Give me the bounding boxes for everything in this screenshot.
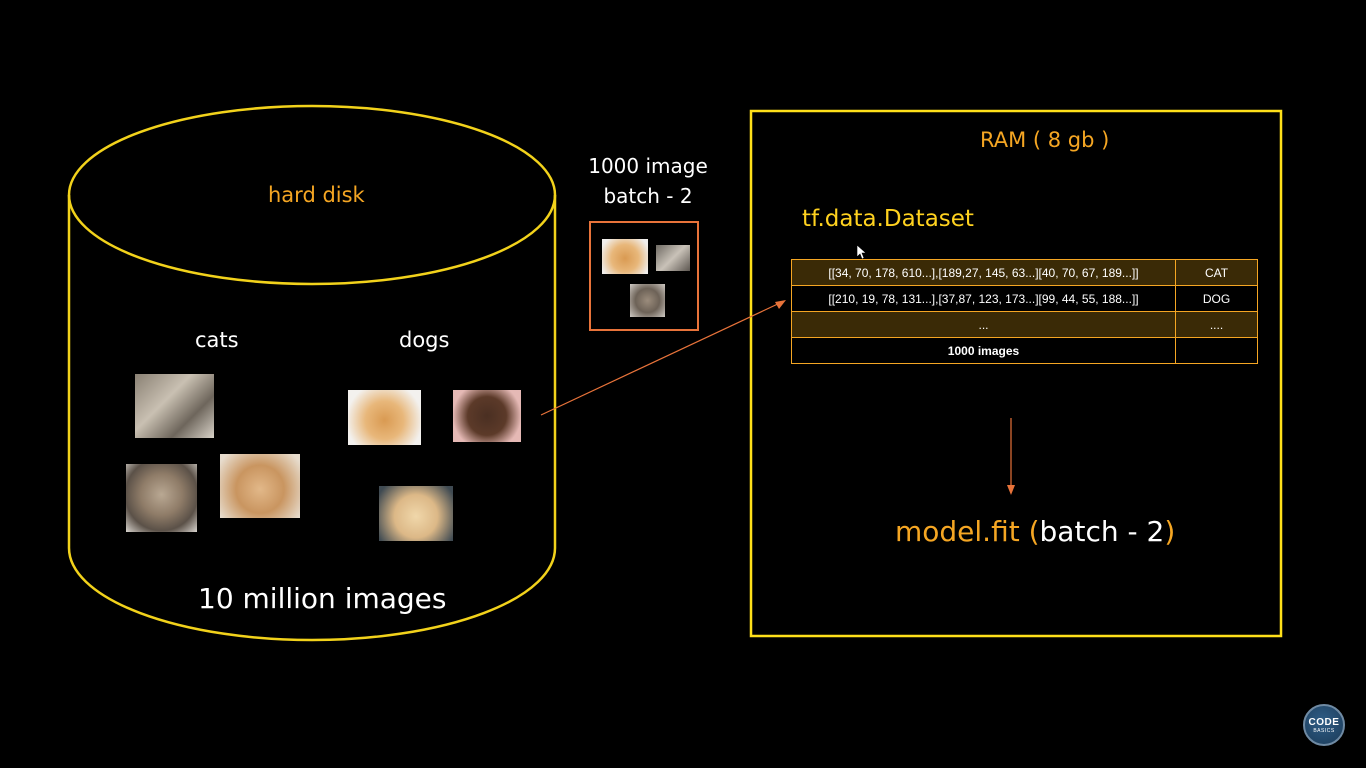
cats-label: cats	[195, 328, 239, 352]
table-row: [[210, 19, 78, 131...],[37,87, 123, 173.…	[791, 285, 1258, 312]
ram-box	[749, 109, 1283, 638]
table-cell-data: ...	[791, 311, 1176, 338]
dog-photo	[348, 390, 421, 445]
table-cell-data: [[34, 70, 178, 610...],[189,27, 145, 63.…	[791, 259, 1176, 286]
codebasics-logo: CODE BASICS	[1303, 704, 1345, 746]
table-cell-data: 1000 images	[791, 337, 1176, 364]
dog-photo	[379, 486, 453, 541]
dataset-label: tf.data.Dataset	[802, 206, 974, 232]
model-fit-call: model.fit (	[895, 515, 1040, 548]
cylinder-bottom	[67, 547, 557, 642]
cat-photo	[220, 454, 300, 518]
batch-cat-photo	[630, 284, 665, 317]
table-cell-data: [[210, 19, 78, 131...],[37,87, 123, 173.…	[791, 285, 1176, 312]
batch-title: 1000 image batch - 2	[586, 151, 710, 211]
image-count-label: 10 million images	[198, 582, 447, 615]
model-fit-arg: batch - 2	[1039, 515, 1165, 548]
batch-title-line1: 1000 image	[588, 154, 708, 178]
table-row: ... ....	[791, 311, 1258, 338]
fit-arrow-head	[1007, 485, 1015, 495]
dogs-label: dogs	[399, 328, 450, 352]
batch-title-line2: batch - 2	[603, 184, 693, 208]
dog-photo	[453, 390, 521, 442]
table-row: [[34, 70, 178, 610...],[189,27, 145, 63.…	[791, 259, 1258, 286]
hard-disk-cylinder	[67, 104, 557, 642]
table-cell-label: CAT	[1175, 259, 1258, 286]
table-cell-label: ....	[1175, 311, 1258, 338]
hard-disk-label: hard disk	[268, 183, 365, 207]
cat-photo	[126, 464, 197, 532]
dataset-table: [[34, 70, 178, 610...],[189,27, 145, 63.…	[791, 259, 1258, 364]
model-fit-close: )	[1164, 515, 1176, 548]
batch-cat-photo	[656, 245, 690, 271]
batch-dog-photo	[602, 239, 648, 274]
table-cell-label: DOG	[1175, 285, 1258, 312]
logo-subtext: BASICS	[1313, 728, 1335, 734]
batch-box	[589, 221, 699, 331]
logo-text: CODE	[1308, 717, 1340, 728]
table-row: 1000 images	[791, 337, 1258, 364]
table-cell-label	[1175, 337, 1258, 364]
load-arrow	[540, 301, 783, 416]
load-arrow-head	[775, 300, 786, 309]
mouse-cursor	[856, 244, 867, 260]
model-fit-label: model.fit (batch - 2)	[895, 515, 1175, 548]
ram-title: RAM ( 8 gb )	[980, 128, 1110, 152]
cat-photo	[135, 374, 214, 438]
